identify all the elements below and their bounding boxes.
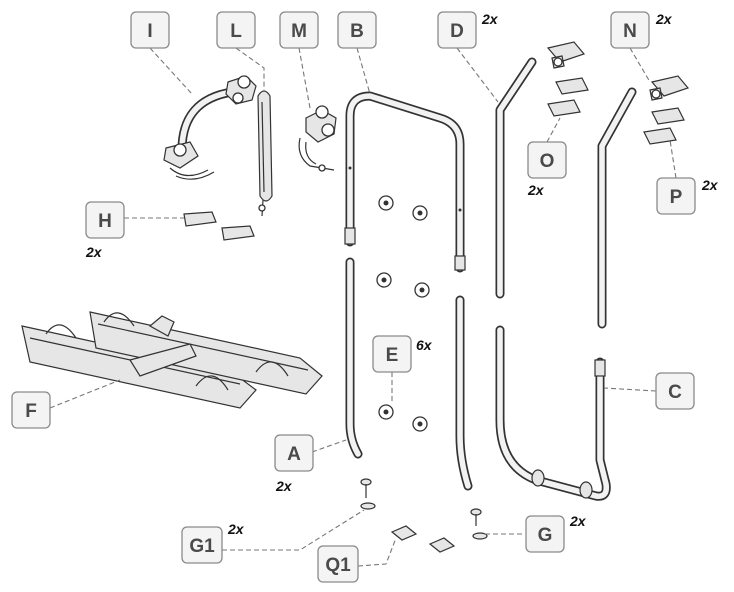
- part-m-arm-clamp: [298, 105, 337, 172]
- qty-e: 6x: [416, 337, 433, 353]
- label-d: D: [437, 11, 477, 49]
- part-f-rail-platform: [21, 311, 323, 409]
- qty-h: 2x: [85, 244, 103, 260]
- part-l-strap: [257, 90, 273, 217]
- qty-a: 2x: [275, 478, 293, 494]
- svg-text:B: B: [350, 21, 364, 42]
- part-n-bracket: [546, 41, 690, 101]
- svg-text:O: O: [540, 151, 555, 172]
- part-g1-bolt: [360, 478, 376, 510]
- part-b-upper-frame: [344, 91, 466, 273]
- svg-text:C: C: [668, 382, 682, 403]
- part-e-knobs: [376, 195, 430, 432]
- label-p: P: [656, 177, 696, 215]
- part-n-bent-tube: [597, 87, 637, 329]
- label-f: F: [11, 391, 51, 429]
- svg-text:F: F: [25, 401, 37, 422]
- qty-g: 2x: [569, 513, 587, 529]
- label-o: O: [527, 141, 567, 179]
- label-m: M: [279, 11, 319, 49]
- label-b: B: [337, 11, 377, 49]
- label-e: E: [372, 335, 412, 373]
- label-n: N: [610, 11, 650, 49]
- part-c-lower-frame: [495, 325, 611, 501]
- label-h: H: [85, 201, 125, 239]
- svg-text:N: N: [623, 21, 637, 42]
- part-h-clamps: [183, 211, 255, 241]
- qty-g1: 2x: [227, 521, 245, 537]
- qty-d: 2x: [481, 11, 499, 27]
- part-a-lower-leg: [345, 257, 473, 491]
- svg-text:L: L: [230, 21, 242, 42]
- svg-text:H: H: [98, 211, 112, 232]
- qty-p: 2x: [701, 177, 719, 193]
- label-g: G: [525, 515, 565, 553]
- part-i-arm-clamp: [163, 75, 257, 180]
- svg-text:P: P: [670, 187, 683, 208]
- part-d-bent-tube: [495, 57, 537, 299]
- svg-text:D: D: [450, 21, 464, 42]
- part-o-pads: [547, 77, 589, 117]
- label-l: L: [216, 11, 256, 49]
- label-i: I: [130, 11, 170, 49]
- label-c: C: [655, 372, 695, 410]
- part-q1-brackets: [390, 525, 456, 553]
- qty-n: 2x: [655, 11, 673, 27]
- label-a: A: [274, 434, 314, 472]
- svg-text:Q1: Q1: [325, 555, 351, 576]
- svg-text:G1: G1: [189, 536, 215, 557]
- svg-text:E: E: [386, 345, 399, 366]
- part-p-pads: [643, 107, 685, 145]
- svg-text:M: M: [291, 21, 307, 42]
- label-q1: Q1: [317, 545, 359, 583]
- svg-text:G: G: [538, 525, 553, 546]
- svg-text:I: I: [147, 21, 152, 42]
- leader-lines: [49, 47, 677, 567]
- part-g-bolt: [470, 508, 488, 540]
- qty-o: 2x: [527, 182, 545, 198]
- svg-text:A: A: [287, 444, 301, 465]
- label-g1: G1: [181, 526, 223, 564]
